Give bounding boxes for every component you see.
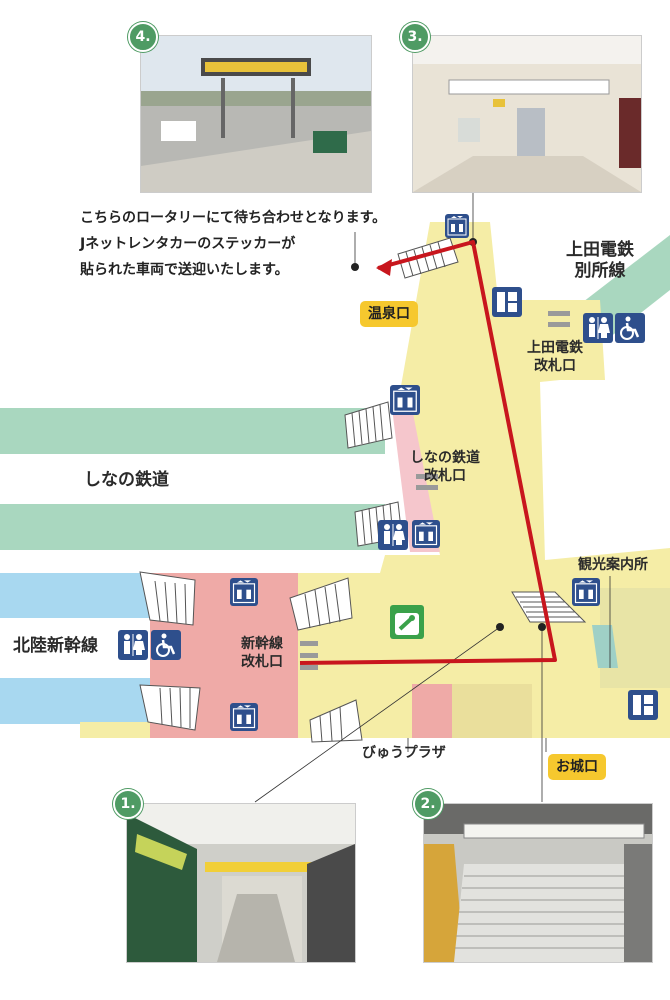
route-arrowhead [376, 259, 392, 276]
view-plaza-area [412, 684, 452, 738]
oshiro-exit-badge: お城口 [548, 754, 606, 780]
elevator-icon [230, 703, 258, 731]
restroom-icon [378, 520, 408, 550]
wheelchair-icon [151, 630, 181, 660]
shinano-gate-1: しなの鉄道 [410, 450, 480, 466]
shinkansen-gate-1: 新幹線 [241, 636, 283, 652]
coin-locker-icon [628, 690, 658, 720]
elevator-icon [390, 385, 420, 415]
photo-number-2: 2. [413, 789, 443, 819]
elevator-icon [572, 578, 600, 606]
onsen-exit-badge: 温泉口 [360, 301, 418, 327]
elevator-icon [230, 578, 258, 606]
gate-markers [300, 311, 570, 670]
stairs-shinkansen [139, 571, 363, 743]
photo-number-3: 3. [400, 22, 430, 52]
stairs-shinano-upper [344, 401, 393, 449]
shinano-gate-area [392, 408, 440, 552]
ueda-dentetsu-line-2: 別所線 [574, 261, 626, 282]
ticket-machine-icon [390, 605, 424, 639]
view-plaza-label: びゅうプラザ [362, 745, 446, 761]
stairs-oshiro [511, 591, 587, 623]
shinkansen-gate-2: 改札口 [241, 653, 283, 670]
photo-rotary [140, 35, 372, 193]
shinkansen-gate-label: 新幹線 改札口 [232, 636, 292, 671]
tourist-info-desk [592, 625, 618, 668]
meeting-note-line3: 貼られた車両で送迎いたします。 [80, 262, 289, 278]
ueda-gate-1: 上田電鉄 [527, 340, 583, 356]
meeting-note-line2: Jネットレンタカーのステッカーが [80, 236, 296, 252]
photo-number-4: 4. [128, 22, 158, 52]
photo-number-1: 1. [113, 789, 143, 819]
photo-ueda-concourse [412, 35, 642, 193]
elevator-icon [412, 520, 440, 548]
shinano-track-lower [0, 504, 385, 550]
ueda-gate-label: 上田電鉄 改札口 [520, 340, 590, 375]
meeting-note: こちらのロータリーにて待ち合わせとなります。 Jネットレンタカーのステッカーが … [80, 205, 386, 283]
photo-oshiro-stairs [423, 803, 653, 963]
shinano-track-upper [0, 408, 385, 454]
tourist-info-label: 観光案内所 [578, 557, 648, 573]
ueda-dentetsu-line-1: 上田電鉄 [566, 240, 634, 260]
coin-locker-icon [492, 287, 522, 317]
meeting-note-line1: こちらのロータリーにて待ち合わせとなります。 [80, 210, 387, 226]
photo-newdays [126, 803, 356, 963]
view-plaza-bg [452, 684, 532, 738]
shinano-line-label: しなの鉄道 [84, 470, 169, 490]
ueda-dentetsu-line-label: 上田電鉄 別所線 [560, 240, 640, 283]
restroom-icon [118, 630, 148, 660]
shinano-gate-label: しなの鉄道 改札口 [400, 450, 490, 485]
wheelchair-icon [615, 313, 645, 343]
photo-leader-lines [254, 192, 543, 803]
restroom-icon [583, 313, 613, 343]
elevator-icon [445, 214, 469, 238]
shinano-gate-2: 改札口 [424, 467, 466, 484]
route-line [299, 240, 557, 665]
stairs-onsen [397, 237, 459, 279]
shinkansen-line-label: 北陸新幹線 [13, 636, 98, 656]
ueda-gate-2: 改札口 [534, 357, 576, 374]
